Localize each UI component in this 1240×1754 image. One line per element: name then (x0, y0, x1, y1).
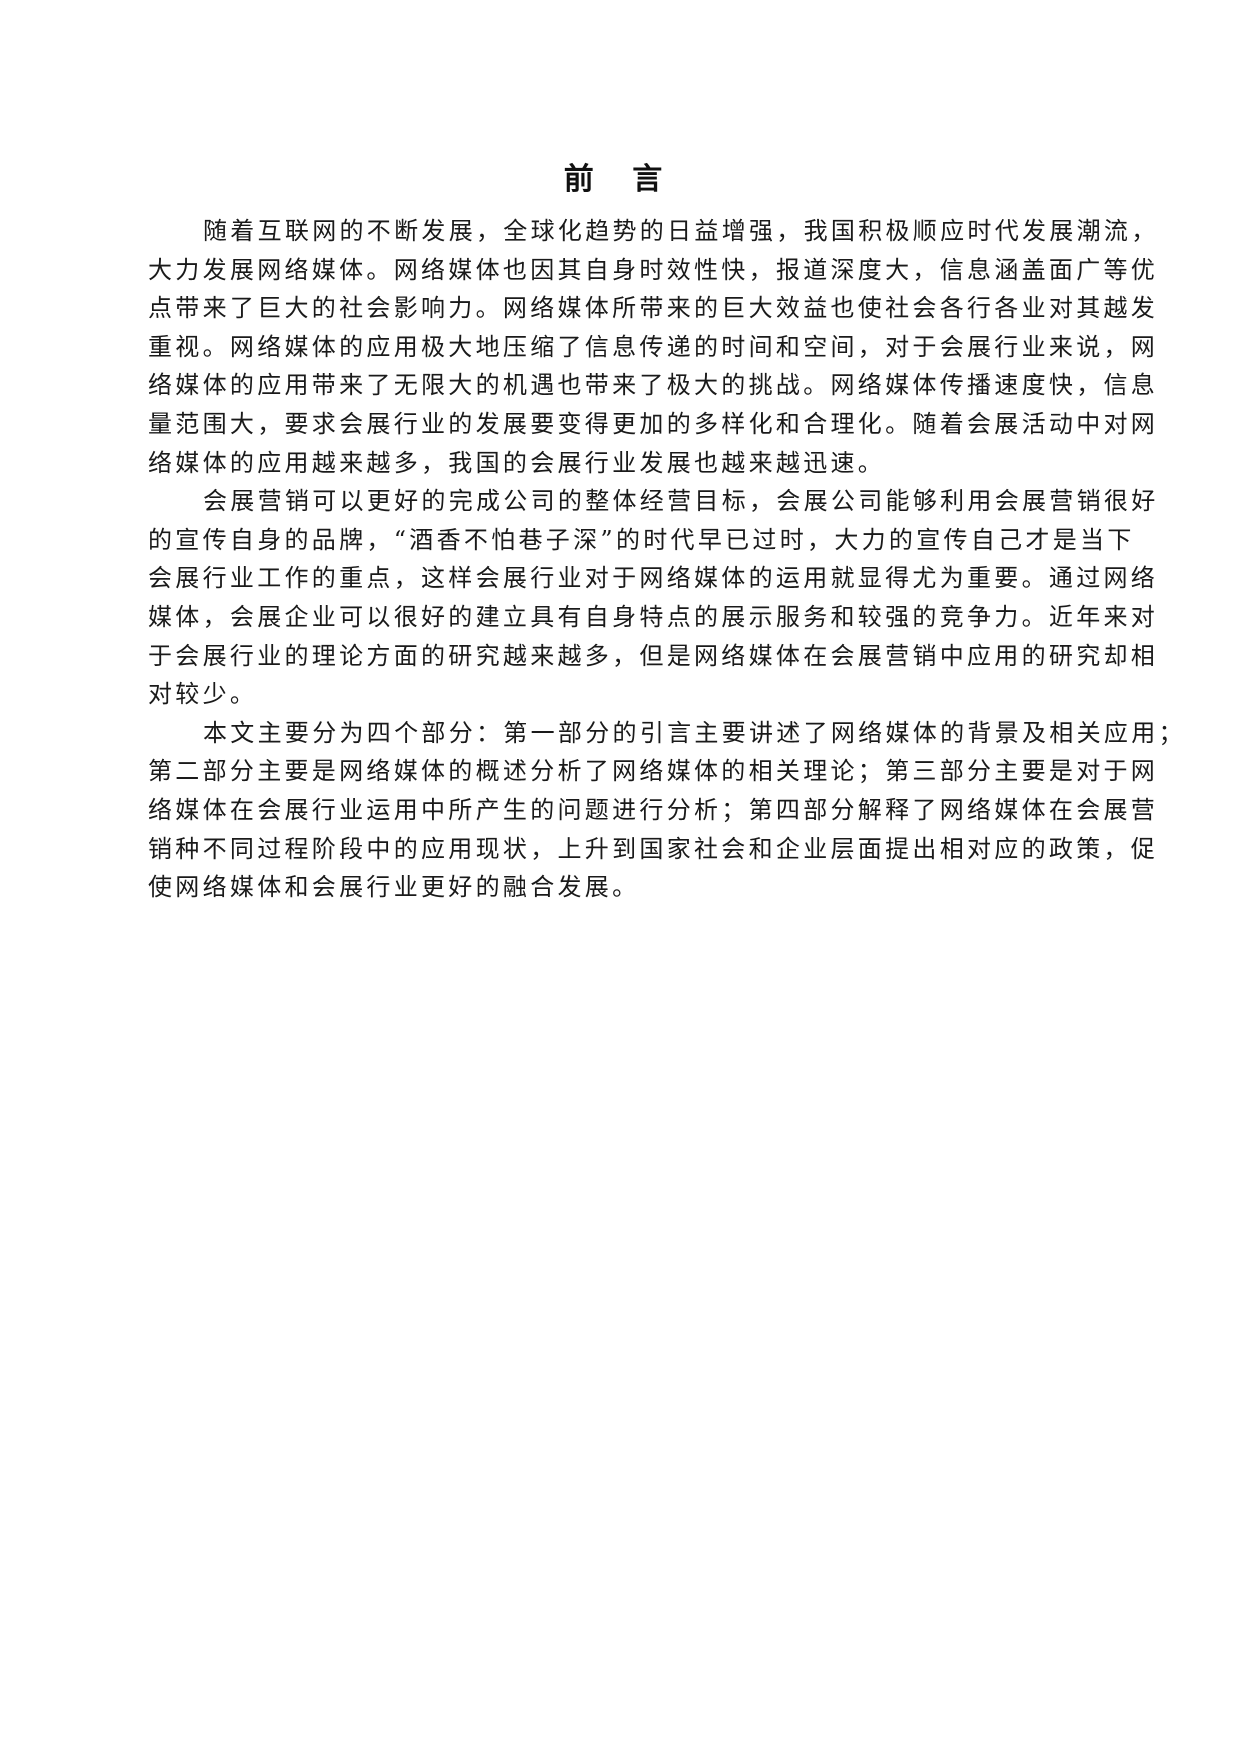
text-line: 重视。网络媒体的应用极大地压缩了信息传递的时间和空间，对于会展行业来说，网 (148, 332, 1159, 361)
paragraph-3: 本文主要分为四个部分：第一部分的引言主要讲述了网络媒体的背景及相关应用； 第二部… (148, 714, 1186, 907)
text-line: 的宣传自身的品牌，“酒香不怕巷子深”的时代早已过时，大力的宣传自己才是当下 (148, 525, 1135, 554)
text-line: 于会展行业的理论方面的研究越来越多，但是网络媒体在会展营销中应用的研究却相 (148, 641, 1159, 670)
text-line: 络媒体的应用越来越多，我国的会展行业发展也越来越迅速。 (148, 448, 886, 477)
page-title: 前 言 (563, 162, 677, 197)
text-line: 会展营销可以更好的完成公司的整体经营目标，会展公司能够利用会展营销很好 (203, 487, 1159, 516)
text-line: 随着互联网的不断发展，全球化趋势的日益增强，我国积极顺应时代发展潮流， (203, 217, 1159, 245)
text-line: 对较少。 (148, 680, 258, 709)
text-line: 第二部分主要是网络媒体的概述分析了网络媒体的相关理论；第三部分主要是对于网 (148, 757, 1159, 786)
text-line: 络媒体的应用带来了无限大的机遇也带来了极大的挑战。网络媒体传播速度快，信息 (148, 371, 1159, 400)
text-line: 本文主要分为四个部分：第一部分的引言主要讲述了网络媒体的背景及相关应用； (203, 718, 1186, 747)
text-line: 络媒体在会展行业运用中所产生的问题进行分析；第四部分解释了网络媒体在会展营 (148, 795, 1159, 824)
text-line: 媒体，会展企业可以很好的建立具有自身特点的展示服务和较强的竞争力。近年来对 (148, 602, 1159, 631)
text-line: 销种不同过程阶段中的应用现状，上升到国家社会和企业层面提出相对应的政策，促 (148, 834, 1159, 863)
text-line: 使网络媒体和会展行业更好的融合发展。 (148, 873, 640, 902)
document-body: 随着互联网的不断发展，全球化趋势的日益增强，我国积极顺应时代发展潮流， 大力发展… (148, 212, 1186, 907)
paragraph-1: 随着互联网的不断发展，全球化趋势的日益增强，我国积极顺应时代发展潮流， 大力发展… (148, 212, 1159, 482)
paragraph-2: 会展营销可以更好的完成公司的整体经营目标，会展公司能够利用会展营销很好 的宣传自… (148, 482, 1159, 714)
text-line: 会展行业工作的重点，这样会展行业对于网络媒体的运用就显得尤为重要。通过网络 (148, 564, 1159, 593)
text-line: 量范围大，要求会展行业的发展要变得更加的多样化和合理化。随着会展活动中对网 (148, 409, 1159, 438)
text-line: 点带来了巨大的社会影响力。网络媒体所带来的巨大效益也使社会各行各业对其越发 (148, 294, 1159, 323)
text-line: 大力发展网络媒体。网络媒体也因其自身时效性快，报道深度大，信息涵盖面广等优 (148, 255, 1159, 284)
